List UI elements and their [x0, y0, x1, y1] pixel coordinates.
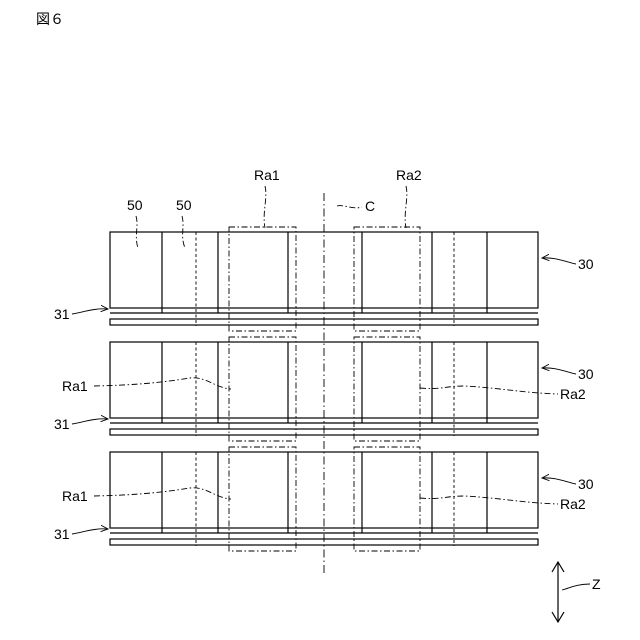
center-line-label: C [365, 198, 375, 214]
panel-ra1-label: Ra1 [62, 488, 88, 504]
z-axis-label: Z [592, 576, 601, 592]
ra2-top-label: Ra2 [396, 167, 422, 183]
figure-title: 図６ [36, 12, 64, 28]
component-50-label-right: 50 [176, 197, 192, 213]
region-ra1 [229, 447, 296, 551]
panel-ra2-label: Ra2 [560, 386, 586, 402]
label-30-arrow [542, 368, 576, 374]
label-30-arrow [542, 478, 576, 484]
ra1-top-label: Ra1 [254, 167, 280, 183]
label-31: 31 [54, 526, 70, 542]
label-30: 30 [578, 366, 594, 382]
region-ra1 [229, 227, 296, 331]
region-ra2 [354, 227, 420, 331]
label-30-arrow [542, 258, 576, 264]
label-31-arrow [72, 529, 108, 534]
label-30: 30 [578, 256, 594, 272]
label-31: 31 [54, 416, 70, 432]
ra1-top-leader [264, 186, 266, 228]
label-31-arrow [72, 419, 108, 424]
panel-ra2-leader [420, 496, 558, 504]
label-31-arrow [72, 309, 108, 314]
label-31: 31 [54, 306, 70, 322]
center-line-leader [337, 206, 362, 208]
component-50-label-left: 50 [127, 197, 143, 213]
ra2-top-leader [405, 186, 407, 228]
panel-ra2-leader [420, 386, 558, 394]
panel-ra2-label: Ra2 [560, 496, 586, 512]
region-ra2 [354, 337, 420, 441]
panel-ra1-label: Ra1 [62, 378, 88, 394]
region-ra1 [229, 337, 296, 441]
label-30: 30 [578, 476, 594, 492]
region-ra2 [354, 447, 420, 551]
z-axis-leader [562, 584, 590, 590]
